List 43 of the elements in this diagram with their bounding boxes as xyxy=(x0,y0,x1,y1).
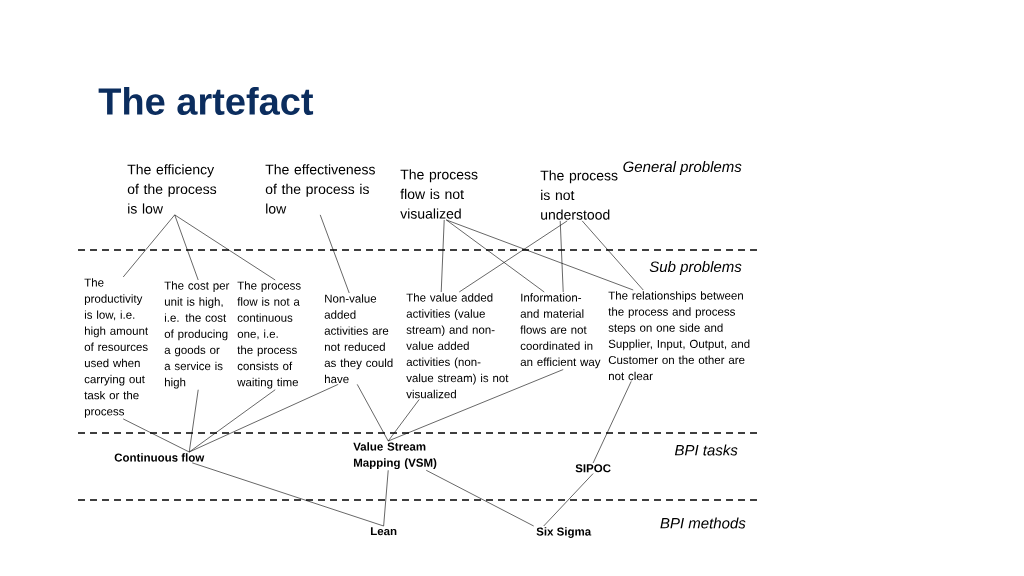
connector-line xyxy=(174,214,199,281)
connector-line xyxy=(445,219,634,291)
connector-line xyxy=(319,214,350,294)
level-label: BPI methods xyxy=(660,517,746,529)
connector-line xyxy=(387,399,420,442)
connector-line xyxy=(191,462,384,527)
level-label: BPI tasks xyxy=(674,444,738,456)
connector-line xyxy=(440,219,445,293)
connector-line xyxy=(445,219,545,293)
connector-line xyxy=(383,469,389,527)
method-label: Value Stream Mapping (VSM) xyxy=(353,442,437,470)
connector-line xyxy=(174,214,276,281)
connector-line xyxy=(387,369,564,442)
problem-text: The process flow is not a continuous one, i.e. the process consists of waiting time xyxy=(237,281,301,389)
connector-line xyxy=(188,384,339,453)
method-label: Continuous flow xyxy=(114,453,205,462)
connector-line xyxy=(592,381,632,464)
problem-text: The cost per unit is high, i.e. the cost of producing a goods or a service is high xyxy=(164,281,230,389)
problem-text: The productivity is low, i.e. high amount of resources used when carrying out task or the process xyxy=(84,278,149,418)
problem-text: The process flow is not visualized xyxy=(400,169,478,219)
connector-line xyxy=(188,389,276,453)
connector-line xyxy=(122,214,175,278)
method-label: SIPOC xyxy=(575,464,611,473)
connector-line xyxy=(188,389,199,453)
connector-line xyxy=(356,384,389,442)
method-label: Six Sigma xyxy=(536,527,592,538)
title: The artefact xyxy=(98,87,314,115)
connector-line xyxy=(581,220,644,291)
problem-text: The effectiveness of the process is low xyxy=(265,164,375,214)
connector-line xyxy=(543,473,594,527)
level-label: Sub problems xyxy=(649,261,742,275)
connector-line xyxy=(425,469,534,527)
connector-line xyxy=(559,220,564,293)
problem-text: The process is not understood xyxy=(540,170,618,220)
connector-line xyxy=(122,418,190,453)
connector-line xyxy=(458,220,568,293)
problem-text: Information- and material flows are not coordinated in an efficient way xyxy=(520,293,601,369)
level-label: General problems xyxy=(623,161,742,175)
problem-text: Non-value added activities are not reduced as they could have xyxy=(324,294,393,384)
method-label: Lean xyxy=(371,527,397,536)
problem-text: The value added activities (value stream) and non-value added activities (non-value stream) is not visualized xyxy=(406,293,509,399)
problem-text: The relationships between the process and process steps on one side and Supplier, Input, Output, and Customer on the other are not clear xyxy=(608,291,750,381)
problem-text: The efficiency of the process is low xyxy=(127,164,217,214)
